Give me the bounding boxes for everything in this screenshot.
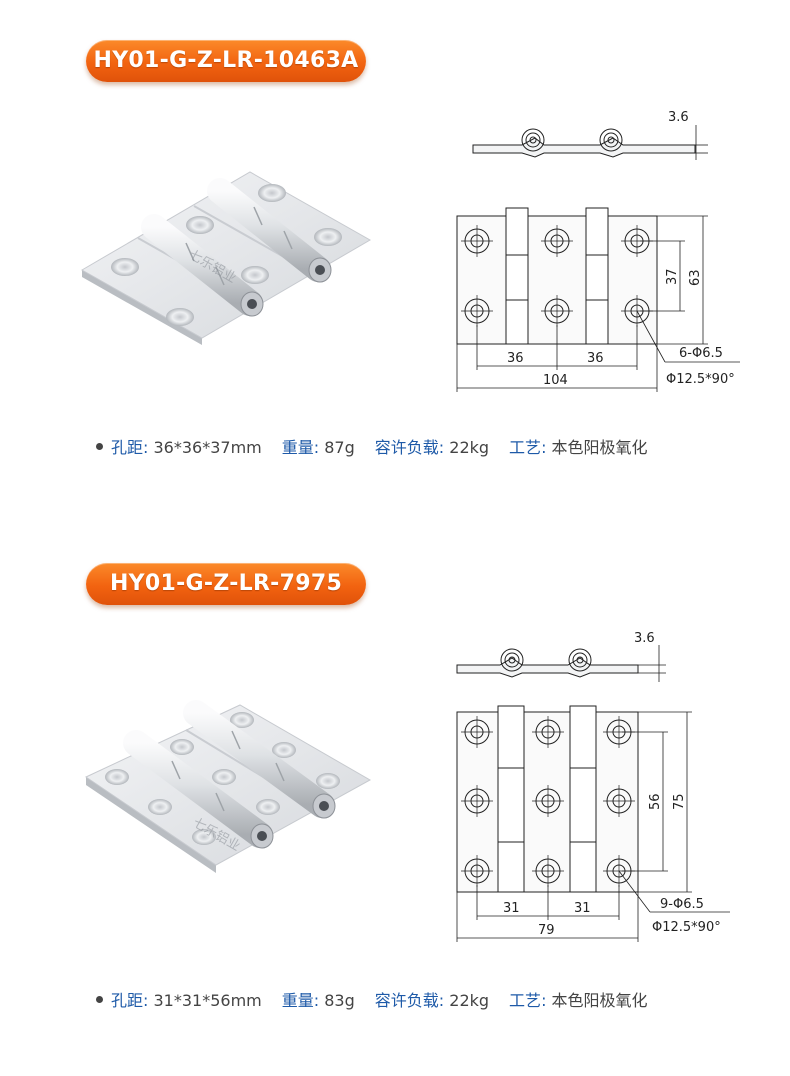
spec-value: 31*31*56mm <box>153 991 262 1010</box>
dim-hole-count: 9-Φ6.5 <box>660 897 704 912</box>
spec-value: 87g <box>324 438 355 457</box>
spec-label: 孔距 <box>111 438 144 457</box>
spec-label: 工艺 <box>509 438 542 457</box>
dim-spacing-left: 31 <box>503 901 520 916</box>
spec-label: 重量 <box>281 438 314 457</box>
spec-label: 孔距 <box>111 991 144 1010</box>
dim-hole-count: 6-Φ6.5 <box>679 346 723 361</box>
hinge-photo: 七乐铝业 <box>84 700 372 873</box>
spec-value: 22kg <box>449 438 490 457</box>
spec-label: 工艺 <box>509 991 542 1010</box>
spec-label: 重量 <box>281 991 314 1010</box>
technical-drawing: 3.6 56 75 31 31 79 9-Φ6.5 Φ12.5*90° <box>456 631 730 942</box>
dim-row-spacing: 56 <box>648 793 663 810</box>
dim-width: 104 <box>543 373 568 388</box>
dim-height: 63 <box>688 269 703 286</box>
side-view <box>456 645 666 682</box>
dim-width: 79 <box>538 923 555 938</box>
dim-spacing-right: 36 <box>587 351 604 366</box>
dim-thickness: 3.6 <box>668 110 689 125</box>
hole-icon <box>105 712 340 845</box>
hinge-photo: 七乐铝业 <box>80 171 372 345</box>
model-badge: HY01-G-Z-LR-10463A <box>86 40 366 82</box>
model-badge: HY01-G-Z-LR-7975 <box>86 563 366 605</box>
spec-value: 83g <box>324 991 355 1010</box>
dim-countersink: Φ12.5*90° <box>666 372 735 387</box>
dim-row-spacing: 37 <box>665 268 680 285</box>
barrel-icon <box>141 178 332 317</box>
side-view <box>472 125 708 160</box>
spec-label: 容许负载 <box>374 438 439 457</box>
dim-spacing-left: 36 <box>507 351 524 366</box>
spec-value: 本色阳极氧化 <box>551 438 648 457</box>
product-section-2: HY01-G-Z-LR-7975 <box>0 555 790 1076</box>
spec-value: 22kg <box>449 991 490 1010</box>
bullet-icon <box>96 996 103 1003</box>
dim-thickness: 3.6 <box>634 631 655 646</box>
technical-drawing: 3.6 37 63 36 36 104 6-Φ6.5 Φ12.5*90° <box>456 110 740 392</box>
dim-height: 75 <box>672 793 687 810</box>
spec-label: 容许负载 <box>374 991 439 1010</box>
spec-value: 本色阳极氧化 <box>551 991 648 1010</box>
dim-countersink: Φ12.5*90° <box>652 920 721 935</box>
dim-spacing-right: 31 <box>574 901 591 916</box>
barrel-icon <box>123 700 336 849</box>
bullet-icon <box>96 443 103 450</box>
product-section-1: HY01-G-Z-LR-10463A <box>0 0 790 530</box>
spec-value: 36*36*37mm <box>153 438 262 457</box>
hole-icon <box>111 184 342 326</box>
